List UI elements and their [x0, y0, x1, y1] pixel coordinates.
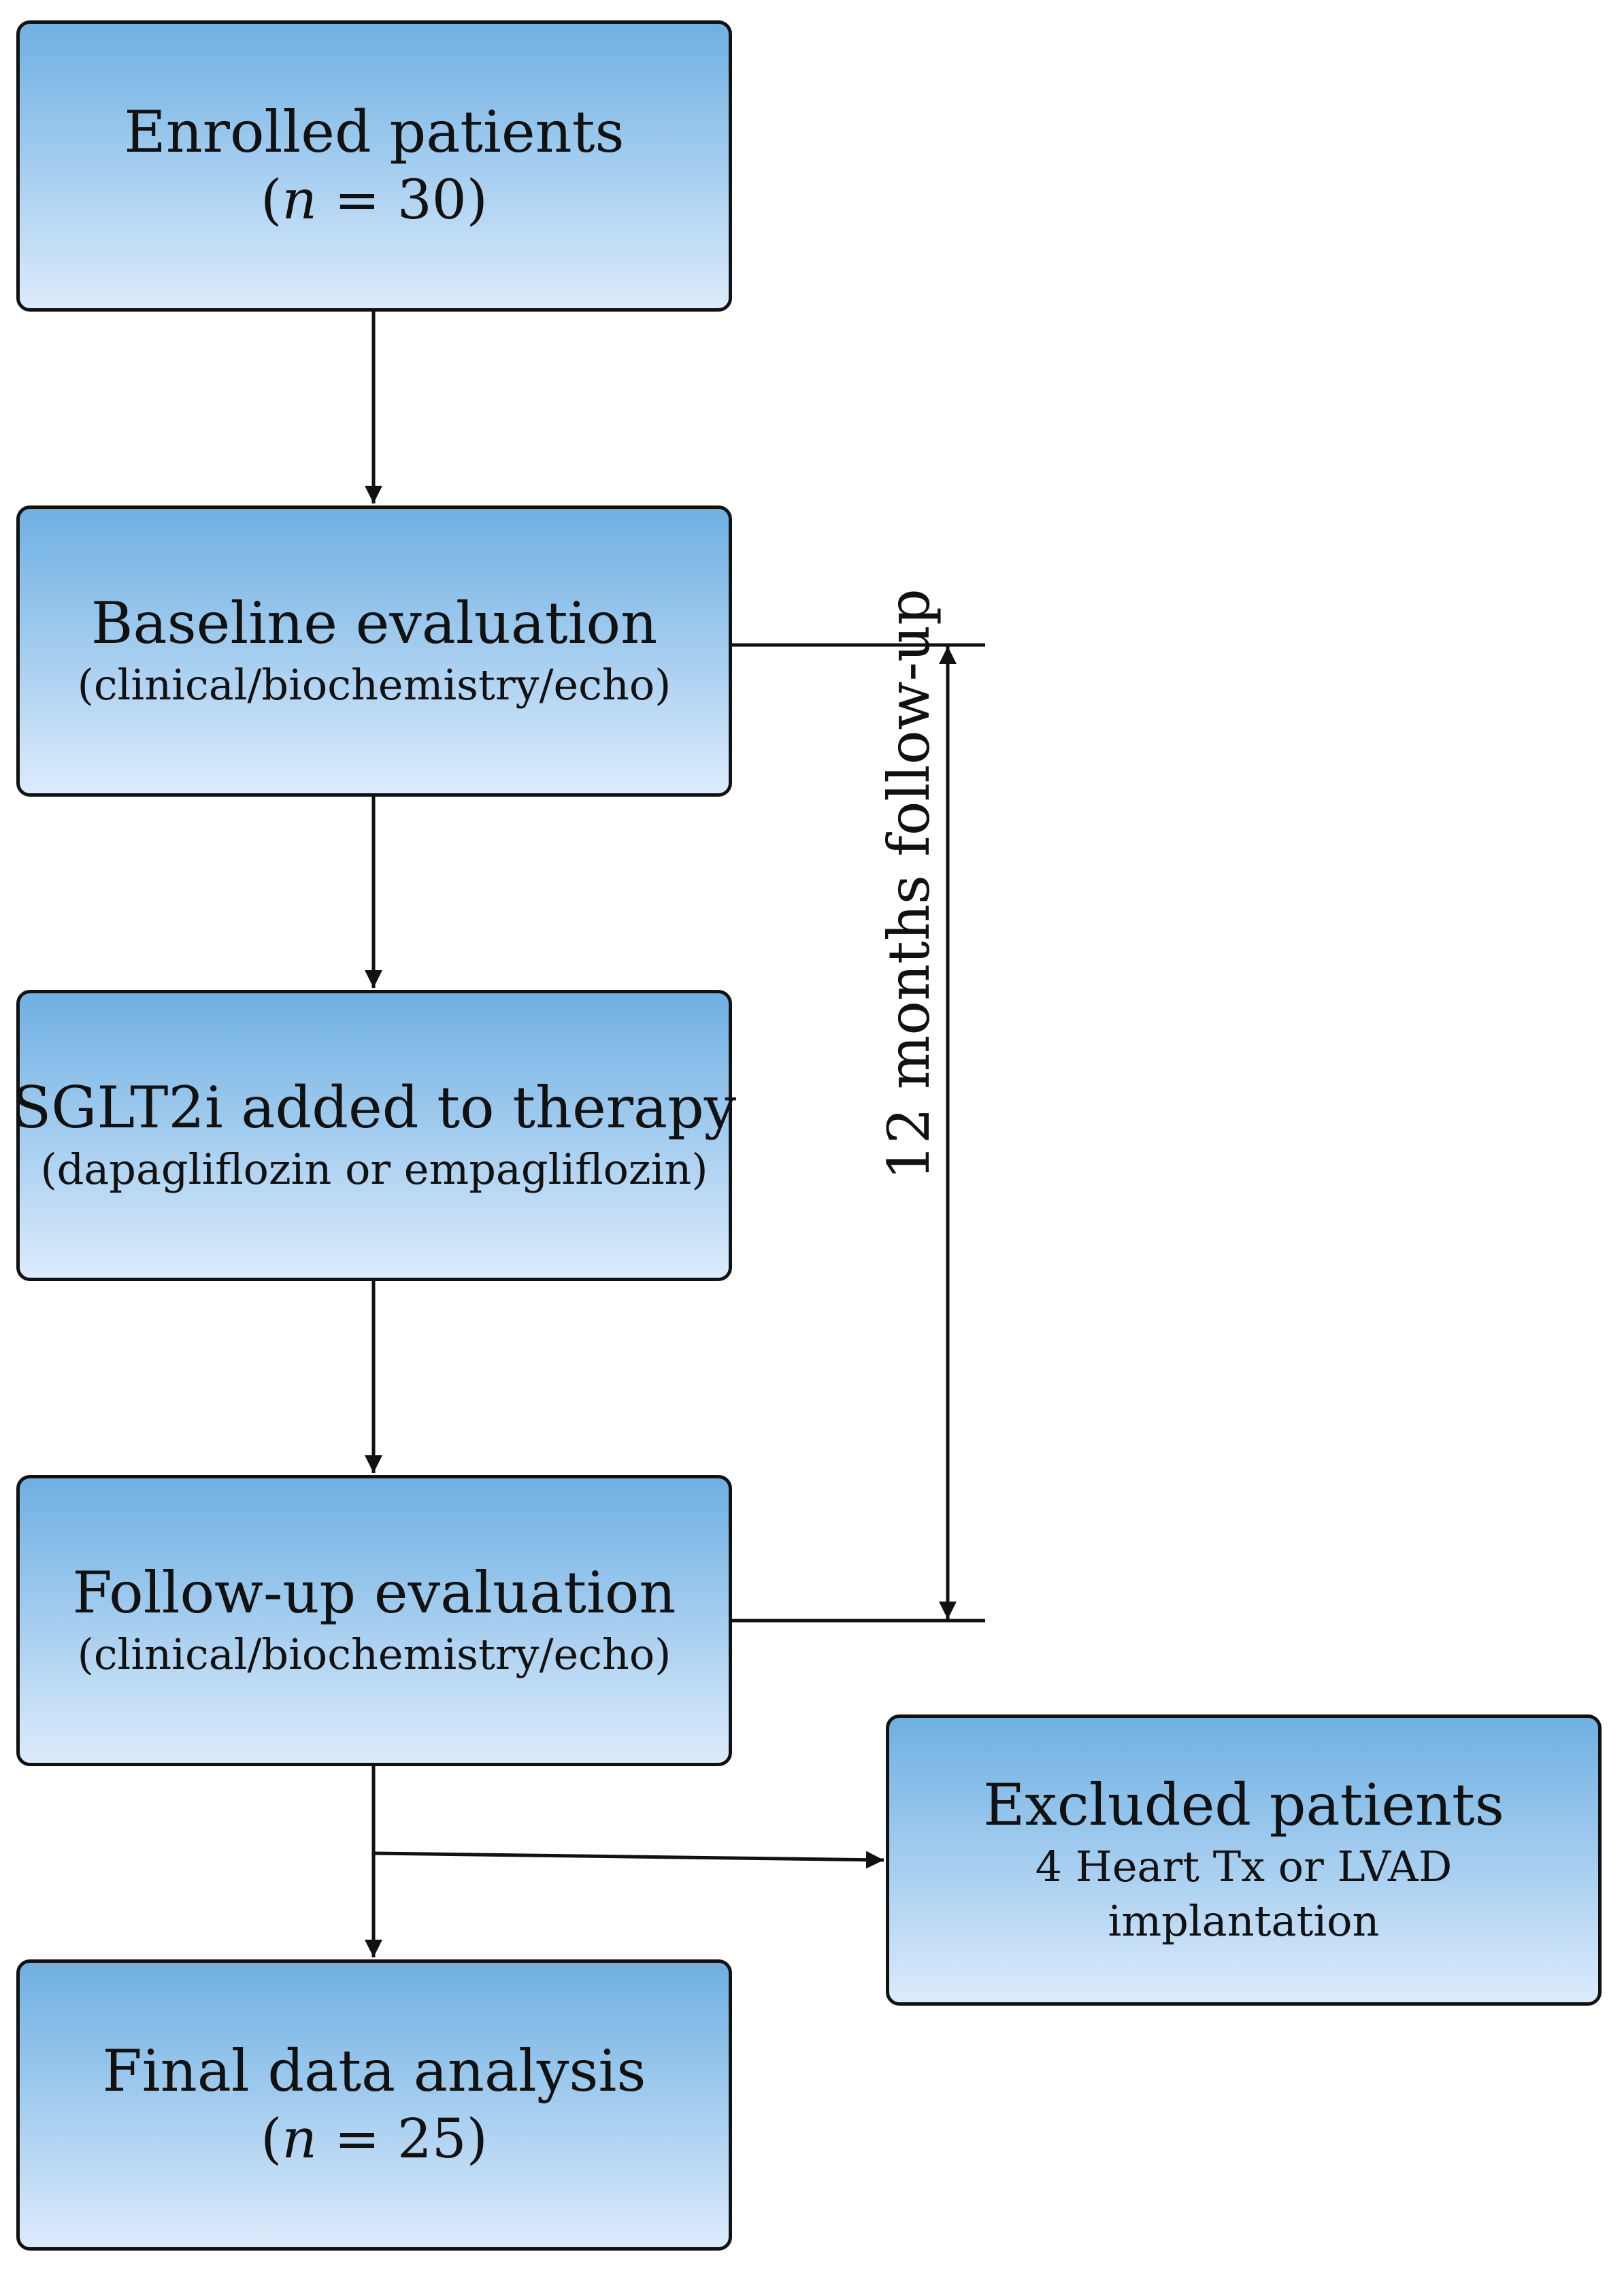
sglt2i-therapy-box: SGLT2i added to therapy (dapagliflozin o… — [12, 990, 736, 1281]
duration-label: 12 months follow-up — [876, 589, 942, 1180]
excluded-patients-box: Excluded patients 4 Heart Tx or LVAD imp… — [886, 1714, 1602, 2006]
enrolled-count-var: n — [282, 168, 317, 232]
enrolled-count: (n = 30) — [261, 166, 488, 234]
excluded-subtitle: 4 Heart Tx or LVAD implantation — [1035, 1841, 1453, 1946]
final-count-var: n — [282, 2107, 317, 2171]
excluded-title: Excluded patients — [983, 1772, 1504, 1838]
final-count-value: = 25) — [316, 2107, 488, 2171]
final-title: Final data analysis — [102, 2037, 646, 2104]
baseline-evaluation-box: Baseline evaluation (clinical/biochemist… — [16, 505, 732, 797]
enrolled-patients-box: Enrolled patients (n = 30) — [16, 20, 732, 312]
enrolled-title: Enrolled patients — [124, 98, 625, 165]
enrolled-count-open: ( — [261, 168, 282, 232]
enrolled-count-value: = 30) — [316, 168, 488, 232]
final-analysis-box: Final data analysis (n = 25) — [16, 1959, 732, 2251]
followup-evaluation-box: Follow-up evaluation (clinical/biochemis… — [16, 1475, 732, 1766]
followup-subtitle: (clinical/biochemistry/echo) — [77, 1629, 672, 1680]
sglt2-title: SGLT2i added to therapy — [12, 1074, 737, 1142]
arrow-to-excluded — [373, 1851, 884, 1869]
baseline-title: Baseline evaluation — [90, 590, 658, 657]
followup-title: Follow-up evaluation — [72, 1559, 676, 1627]
sglt2-subtitle: (dapagliflozin or empagliflozin) — [40, 1144, 708, 1195]
final-count: (n = 25) — [261, 2105, 488, 2173]
final-count-open: ( — [261, 2107, 282, 2171]
baseline-subtitle: (clinical/biochemistry/echo) — [77, 660, 672, 710]
